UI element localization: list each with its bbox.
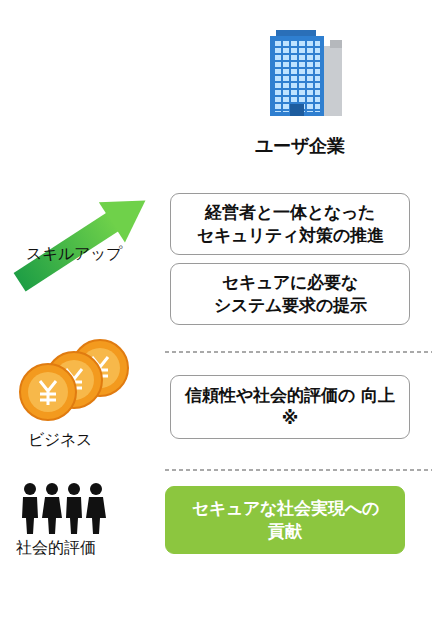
box-text: セキュアな社会実現への 貢献 — [176, 497, 394, 543]
skill-arrow — [7, 180, 159, 302]
item-box: 経営者と一体となった セキュリティ対策の推進 — [170, 193, 410, 255]
people-icon — [22, 483, 106, 534]
item-box: セキュアに必要な システム要求の提示 — [170, 263, 410, 325]
box-text: 経営者と一体となった セキュリティ対策の推進 — [181, 201, 399, 247]
highlight-box: セキュアな社会実現への 貢献 — [165, 486, 405, 554]
building-icon — [270, 30, 342, 116]
category-label: 社会的評価 — [16, 538, 96, 559]
separator — [165, 351, 432, 352]
separator — [165, 469, 432, 470]
box-text: 信頼性や社会的評価の 向上※ — [181, 384, 399, 430]
item-box: 信頼性や社会的評価の 向上※ — [170, 375, 410, 439]
box-text: セキュアに必要な システム要求の提示 — [181, 271, 399, 317]
category-label: スキルアップ — [26, 244, 122, 265]
heading-label: ユーザ企業 — [255, 134, 345, 158]
category-label: ビジネス — [28, 430, 92, 451]
coins-icon — [20, 340, 128, 420]
